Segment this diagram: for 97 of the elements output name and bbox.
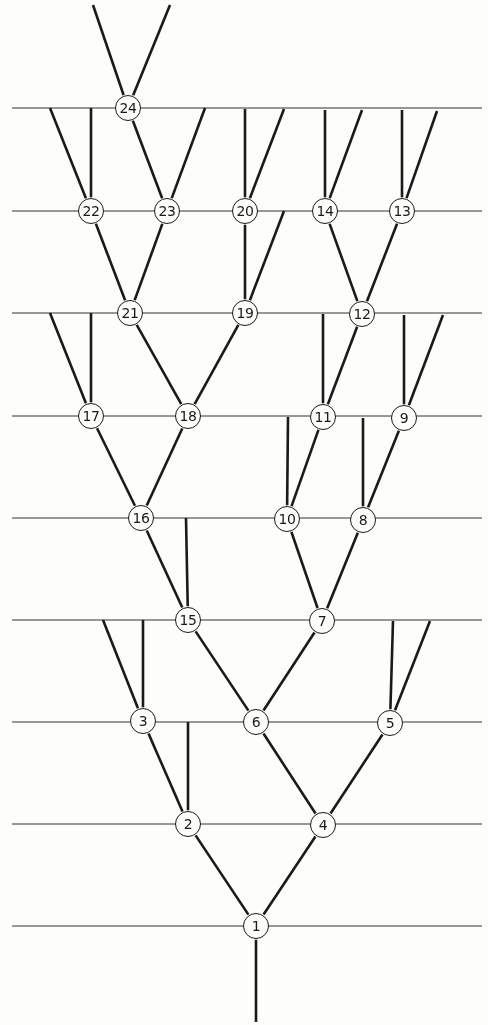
numbered-circle: [78, 403, 104, 429]
branch-line: [170, 107, 207, 199]
branch-line: [184, 517, 190, 607]
numbered-circle: [389, 198, 415, 224]
numbered-circle: [310, 812, 336, 838]
numbered-circle: [128, 505, 154, 531]
numbered-circle: [274, 506, 300, 532]
branch-line: [393, 620, 432, 711]
numbered-circle: [309, 608, 335, 634]
node-number: 4: [318, 818, 328, 832]
node-number: 19: [236, 306, 254, 320]
branch-line: [194, 630, 250, 712]
node-number: 5: [385, 716, 395, 730]
numbered-circle: [312, 198, 338, 224]
branch-line: [325, 532, 360, 609]
branch-line: [361, 418, 365, 507]
node-number: 17: [82, 409, 100, 423]
branch-line: [89, 313, 93, 403]
branch-line: [89, 108, 93, 198]
branch-line: [243, 224, 247, 300]
numbered-circle: [232, 198, 258, 224]
branch-line: [262, 732, 317, 815]
branch-line: [248, 210, 286, 301]
branch-line: [405, 110, 439, 199]
branch-line: [101, 619, 140, 709]
node-number: 16: [132, 511, 150, 525]
node-number: 9: [399, 411, 409, 425]
node-number: 24: [119, 101, 137, 115]
branch-line: [290, 429, 320, 507]
branch-line: [147, 733, 184, 812]
numbered-circle: [154, 198, 180, 224]
node-number: 12: [353, 307, 371, 321]
numbered-circle: [175, 403, 201, 429]
numbered-circle: [175, 811, 201, 837]
branch-line: [243, 109, 247, 198]
branch-line: [135, 324, 183, 405]
branch-line: [193, 324, 240, 405]
node-number: 1: [251, 919, 261, 933]
numbered-circle: [310, 404, 336, 430]
branch-line: [321, 314, 325, 404]
node-number: 14: [316, 204, 334, 218]
node-number: 15: [179, 613, 197, 627]
branch-line: [290, 531, 319, 609]
node-number: 18: [179, 409, 197, 423]
node-number: 21: [121, 306, 139, 320]
branch-line: [194, 834, 250, 916]
branch-line: [48, 312, 88, 404]
branch-line: [262, 631, 316, 712]
numbered-circle: [115, 95, 141, 121]
numbered-circle: [377, 710, 403, 736]
branch-line: [145, 427, 184, 507]
branch-line: [133, 223, 164, 301]
node-number: 6: [251, 715, 261, 729]
numbered-circle: [243, 709, 269, 735]
branch-line: [131, 4, 172, 96]
branch-line: [407, 314, 445, 406]
branch-line: [141, 620, 145, 708]
branch-line: [328, 223, 359, 302]
node-number: 8: [358, 513, 368, 527]
branch-line: [389, 620, 395, 710]
branch-line: [145, 529, 184, 609]
branch-line: [365, 223, 399, 302]
numbered-circle: [232, 300, 258, 326]
branch-line: [326, 326, 359, 405]
branch-line: [400, 110, 404, 198]
numbered-circle: [391, 405, 417, 431]
branch-line: [186, 722, 190, 811]
branch-line: [366, 430, 401, 508]
branch-line: [285, 417, 290, 506]
numbered-circle: [349, 301, 375, 327]
node-number: 10: [278, 512, 296, 526]
branch-line: [329, 733, 384, 815]
branch-line: [328, 109, 364, 199]
node-number: 20: [236, 204, 254, 218]
branch-line: [254, 939, 258, 1022]
numbered-circle: [117, 300, 143, 326]
branch-line: [262, 835, 317, 916]
numbered-circle: [350, 507, 376, 533]
node-number: 3: [138, 714, 148, 728]
numbered-circle: [78, 198, 104, 224]
branch-line: [91, 4, 125, 96]
node-number: 11: [314, 410, 332, 424]
node-number: 22: [82, 204, 100, 218]
branch-line: [131, 120, 164, 199]
node-number: 13: [393, 204, 411, 218]
branch-line: [248, 108, 286, 199]
branch-line: [95, 427, 137, 507]
branch-line: [402, 315, 406, 405]
branch-line: [48, 107, 88, 199]
node-number: 23: [158, 204, 176, 218]
numbered-circle: [130, 708, 156, 734]
node-number: 7: [317, 614, 327, 628]
numbered-circle: [243, 913, 269, 939]
branch-line: [323, 110, 327, 198]
node-number: 2: [183, 817, 193, 831]
numbered-circle: [175, 607, 201, 633]
branch-line: [94, 223, 127, 301]
